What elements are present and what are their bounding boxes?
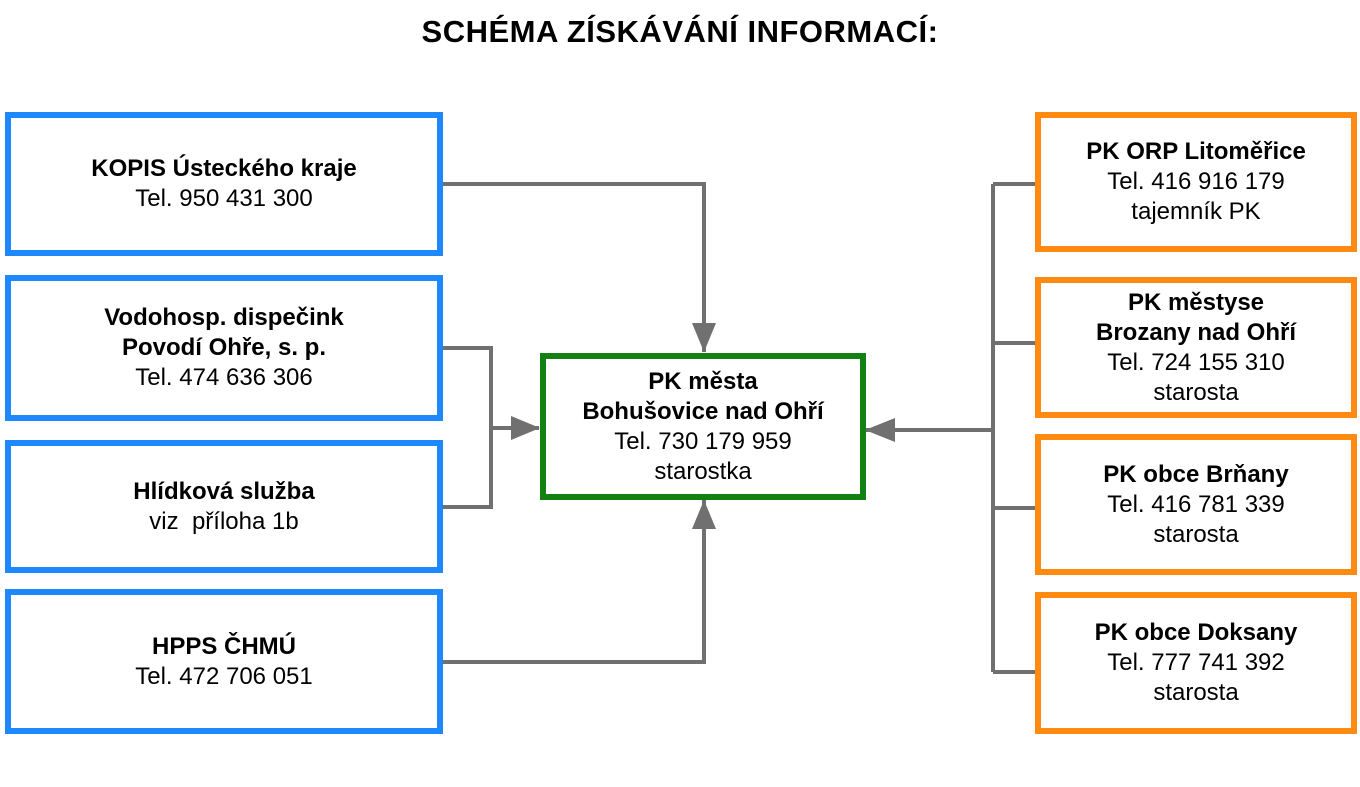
node-vodohosp: Vodohosp. dispečink Povodí Ohře, s. p. T… [5, 275, 443, 421]
node-center-name-2: Bohušovice nad Ohří [582, 397, 824, 425]
node-center-role: starostka [654, 457, 752, 485]
node-orp: PK ORP Litoměřice Tel. 416 916 179 tajem… [1035, 112, 1357, 252]
node-doksany-name: PK obce Doksany [1094, 619, 1298, 646]
node-doksany-role: starosta [1153, 679, 1239, 706]
node-vodohosp-name-1: Vodohosp. dispečink [104, 304, 344, 331]
arrow-left-right-group [865, 418, 895, 442]
node-vodohosp-tel: Tel. 474 636 306 [135, 364, 313, 391]
node-hlidkova-note: viz příloha 1b [149, 507, 299, 535]
connector-kopis [441, 182, 706, 352]
node-orp-tel: Tel. 416 916 179 [1107, 168, 1285, 195]
node-brnany-tel: Tel. 416 781 339 [1107, 490, 1285, 518]
node-hlidkova-name: Hlídková služba [133, 477, 315, 505]
node-hpps-tel: Tel. 472 706 051 [135, 662, 313, 690]
node-brnany-role: starosta [1153, 520, 1239, 548]
node-brnany: PK obce Brňany Tel. 416 781 339 starosta [1035, 434, 1357, 575]
node-center-tel: Tel. 730 179 959 [614, 427, 792, 455]
node-brozany-tel: Tel. 724 155 310 [1107, 348, 1285, 376]
node-kopis: KOPIS Ústeckého kraje Tel. 950 431 300 [5, 112, 443, 256]
node-brozany: PK městyse Brozany nad Ohří Tel. 724 155… [1035, 277, 1357, 418]
arrow-up-hpps [692, 500, 716, 529]
node-hpps-name: HPPS ČHMÚ [151, 632, 296, 660]
node-vodohosp-name-2: Povodí Ohře, s. p. [121, 334, 327, 361]
node-center-name-1: PK města [648, 367, 758, 395]
arrow-down-kopis [692, 323, 716, 352]
node-hlidkova: Hlídková služba viz příloha 1b [5, 440, 443, 573]
node-kopis-name: KOPIS Ústeckého kraje [91, 155, 357, 182]
node-orp-role: tajemník PK [1131, 198, 1261, 225]
node-brozany-name-1: PK městyse [1127, 288, 1265, 316]
node-doksany-tel: Tel. 777 741 392 [1107, 649, 1285, 676]
node-center: PK města Bohušovice nad Ohří Tel. 730 17… [540, 353, 866, 500]
node-hpps: HPPS ČHMÚ Tel. 472 706 051 [5, 589, 443, 734]
connector-hpps [441, 500, 706, 664]
connector-vodohosp [441, 346, 493, 509]
node-brnany-name: PK obce Brňany [1103, 460, 1289, 488]
node-brozany-role: starosta [1153, 378, 1239, 406]
node-brozany-name-2: Brozany nad Ohří [1095, 318, 1297, 346]
diagram-title: SCHÉMA ZÍSKÁVÁNÍ INFORMACÍ: [421, 14, 939, 49]
node-orp-name: PK ORP Litoměřice [1086, 138, 1306, 165]
node-kopis-tel: Tel. 950 431 300 [135, 185, 313, 212]
node-doksany: PK obce Doksany Tel. 777 741 392 starost… [1035, 592, 1357, 734]
arrow-right-left-group [511, 416, 540, 440]
